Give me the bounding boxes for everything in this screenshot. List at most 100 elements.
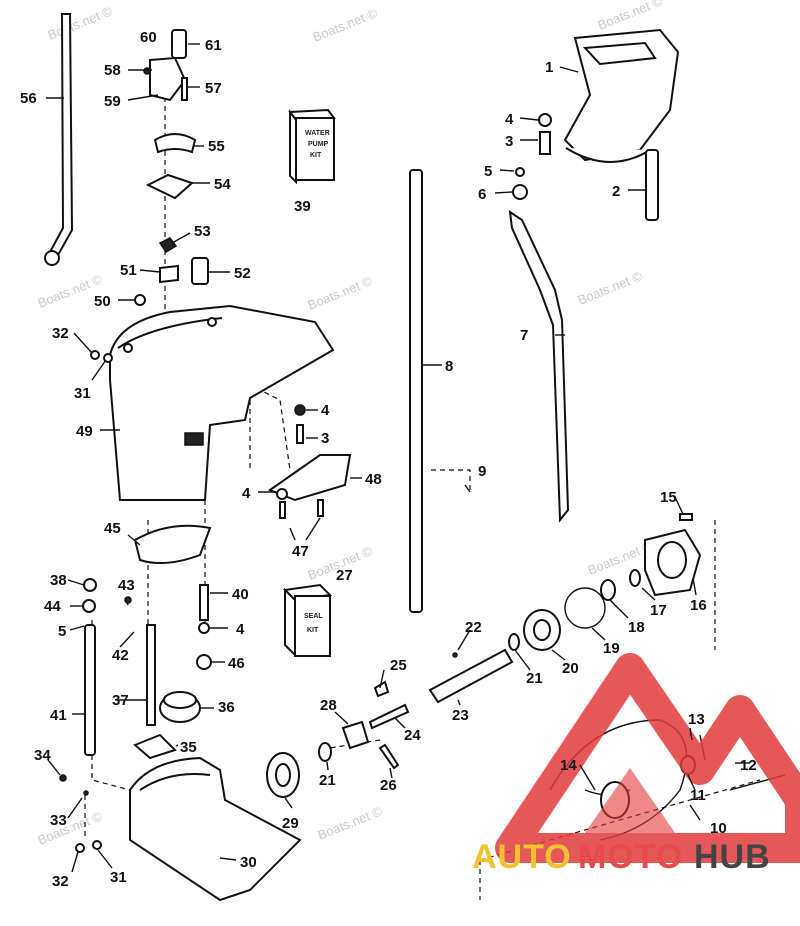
part-30-gearcase <box>75 756 302 902</box>
callout-43: 43 <box>118 577 135 594</box>
callout-48: 48 <box>365 471 382 488</box>
callout-5a: 5 <box>484 163 492 180</box>
callout-39: 39 <box>294 198 311 215</box>
callout-23: 23 <box>452 707 469 724</box>
callout-34: 34 <box>34 747 51 764</box>
callout-24: 24 <box>404 727 421 744</box>
callout-13: 13 <box>688 711 705 728</box>
callout-50: 50 <box>94 293 111 310</box>
seal-kit: SEAL KIT <box>282 583 333 658</box>
callout-45: 45 <box>104 520 121 537</box>
watermark: Boats.net © <box>316 803 385 843</box>
part-8-driveshaft <box>409 169 423 613</box>
callout-29: 29 <box>282 815 299 832</box>
callout-37: 37 <box>112 692 129 709</box>
callout-15: 15 <box>660 489 677 506</box>
callout-21b: 21 <box>319 772 336 789</box>
watermark: Boats.net © <box>311 5 380 45</box>
callout-57: 57 <box>205 80 222 97</box>
callout-6: 6 <box>478 186 486 203</box>
callout-26: 26 <box>380 777 397 794</box>
part-1-upper-housing <box>508 28 680 523</box>
callout-4c: 4 <box>242 485 251 502</box>
callout-18: 18 <box>628 619 645 636</box>
leader-lines <box>46 43 750 873</box>
callout-3a: 3 <box>505 133 513 150</box>
kit-label: KIT <box>307 627 319 634</box>
autmotohub-logo-mark <box>495 653 800 863</box>
callout-35: 35 <box>180 739 197 756</box>
callout-20: 20 <box>562 660 579 677</box>
callout-21a: 21 <box>526 670 543 687</box>
callout-59: 59 <box>104 93 121 110</box>
callout-49: 49 <box>76 423 93 440</box>
callout-56: 56 <box>20 90 37 107</box>
callout-46: 46 <box>228 655 245 672</box>
callout-47: 47 <box>292 543 309 560</box>
watermark: Boats.net © <box>306 273 375 313</box>
callout-44: 44 <box>44 598 61 615</box>
callout-28: 28 <box>320 697 337 714</box>
callout-4b: 4 <box>321 402 330 419</box>
callout-32a: 32 <box>52 325 69 342</box>
callout-7: 7 <box>520 327 528 344</box>
part-48-plate <box>267 404 352 519</box>
callout-31a: 31 <box>74 385 91 402</box>
logo-moto: MOTO <box>578 838 683 876</box>
callout-25: 25 <box>390 657 407 674</box>
callout-53: 53 <box>194 223 211 240</box>
callout-5b: 5 <box>58 623 66 640</box>
callout-61: 61 <box>205 37 222 54</box>
part-49-driveshaft-housing <box>90 304 335 501</box>
callout-9: 9 <box>478 463 486 480</box>
callout-1: 1 <box>545 59 553 76</box>
callout-numbers: 56 60 61 58 57 59 55 54 39 53 51 52 50 3… <box>20 29 757 890</box>
callout-11: 11 <box>690 787 706 804</box>
callout-41: 41 <box>50 707 67 724</box>
kit-label: WATER <box>305 130 330 137</box>
callout-30: 30 <box>240 854 257 871</box>
callout-38: 38 <box>50 572 67 589</box>
watermark: Boats.net © <box>576 268 645 308</box>
part-36-pinion-gear <box>133 691 201 760</box>
callout-32b: 32 <box>52 873 69 890</box>
callout-55: 55 <box>208 138 225 155</box>
water-pump-kit: WATER PUMP KIT <box>288 108 336 185</box>
callout-3b: 3 <box>321 430 329 447</box>
part-56-shift-rod <box>44 13 74 266</box>
kit-label: SEAL <box>304 613 323 620</box>
kit-label: KIT <box>310 152 322 159</box>
callout-17: 17 <box>650 602 667 619</box>
callout-8: 8 <box>445 358 453 375</box>
callout-31b: 31 <box>110 869 127 886</box>
callout-4d: 4 <box>236 621 245 638</box>
callout-40: 40 <box>232 586 249 603</box>
logo-hub: HUB <box>694 838 771 876</box>
callout-52: 52 <box>234 265 251 282</box>
logo-auto: AUTO <box>472 838 572 876</box>
callout-12: 12 <box>740 757 757 774</box>
kit-label: PUMP <box>308 141 329 148</box>
propshaft-group <box>266 513 702 798</box>
callout-36: 36 <box>218 699 235 716</box>
callout-4a: 4 <box>505 111 514 128</box>
callout-2: 2 <box>612 183 620 200</box>
callout-58: 58 <box>104 62 121 79</box>
part-45-gasket <box>133 524 212 565</box>
water-pump-group <box>134 29 209 306</box>
callout-16: 16 <box>690 597 707 614</box>
callout-33: 33 <box>50 812 67 829</box>
automotohub-logo-text: AUTO MOTO HUB <box>472 838 771 876</box>
watermark: Boats.net © <box>46 3 115 43</box>
watermark: Boats.net © <box>596 0 665 33</box>
callout-42: 42 <box>112 647 129 664</box>
callout-14: 14 <box>560 757 577 774</box>
callout-51: 51 <box>120 262 137 279</box>
callout-60: 60 <box>140 29 157 46</box>
callout-19: 19 <box>603 640 620 657</box>
part-41-rod-group <box>59 578 212 796</box>
callout-54: 54 <box>214 176 231 193</box>
callout-22: 22 <box>465 619 482 636</box>
